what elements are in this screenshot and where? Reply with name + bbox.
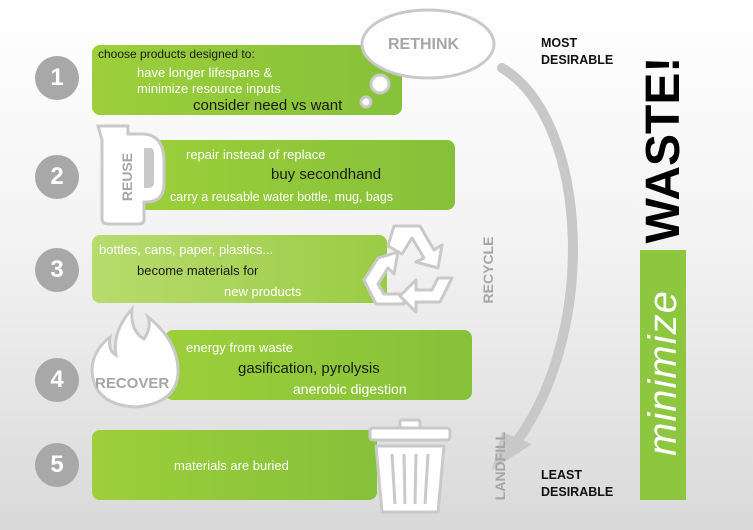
trash-can-icon bbox=[368, 418, 452, 514]
recover-label: RECOVER bbox=[95, 375, 170, 392]
title-word-waste: WASTE! bbox=[636, 56, 690, 244]
step-number-1: 1 bbox=[35, 56, 79, 100]
step-4-line-1: energy from waste bbox=[186, 340, 293, 355]
step-4-line-2: gasification, pyrolysis bbox=[238, 360, 380, 377]
rethink-label: RETHINK bbox=[388, 36, 460, 53]
step-4-line-3: anerobic digestion bbox=[293, 381, 407, 397]
curved-arrow-icon bbox=[492, 63, 578, 470]
step-1-line-3: minimize resource inputs bbox=[137, 81, 281, 96]
recycle-label: RECYCLE bbox=[480, 236, 496, 304]
step-number-5: 5 bbox=[35, 443, 79, 487]
step-3-line-2: become materials for bbox=[137, 263, 259, 278]
title-word-minimize: minimize bbox=[640, 290, 685, 456]
flame-icon bbox=[90, 305, 180, 409]
step-5-line-1: materials are buried bbox=[174, 458, 289, 473]
thought-bubble-icon bbox=[359, 8, 496, 109]
step-number-3: 3 bbox=[35, 248, 79, 292]
step-3-line-3: new products bbox=[224, 284, 302, 299]
step-3-line-1: bottles, cans, paper, plastics... bbox=[99, 242, 274, 257]
mug-icon bbox=[96, 124, 166, 226]
step-1-line-4: consider need vs want bbox=[193, 97, 343, 114]
recycle-icon bbox=[362, 224, 454, 314]
landfill-label: LANDFILL bbox=[492, 431, 508, 501]
step-5-panel bbox=[92, 430, 377, 500]
step-1-panel bbox=[92, 45, 402, 115]
step-2-line-2: buy secondhand bbox=[271, 166, 382, 183]
step-2-panel bbox=[130, 140, 455, 210]
title-bar: minimize WASTE! bbox=[636, 40, 690, 500]
step-number-2: 2 bbox=[35, 155, 79, 199]
step-2-line-1: repair instead of replace bbox=[186, 147, 326, 162]
step-4-panel bbox=[165, 330, 472, 400]
step-2-line-3: carry a reusable water bottle, mug, bags bbox=[170, 190, 394, 204]
title-green-block bbox=[640, 250, 686, 500]
step-1-line-1: choose products designed to: bbox=[98, 47, 255, 61]
step-1-line-2: have longer lifespans & bbox=[137, 65, 273, 80]
step-number-4: 4 bbox=[35, 358, 79, 402]
reuse-label: REUSE bbox=[119, 152, 135, 202]
step-3-panel bbox=[92, 235, 387, 303]
